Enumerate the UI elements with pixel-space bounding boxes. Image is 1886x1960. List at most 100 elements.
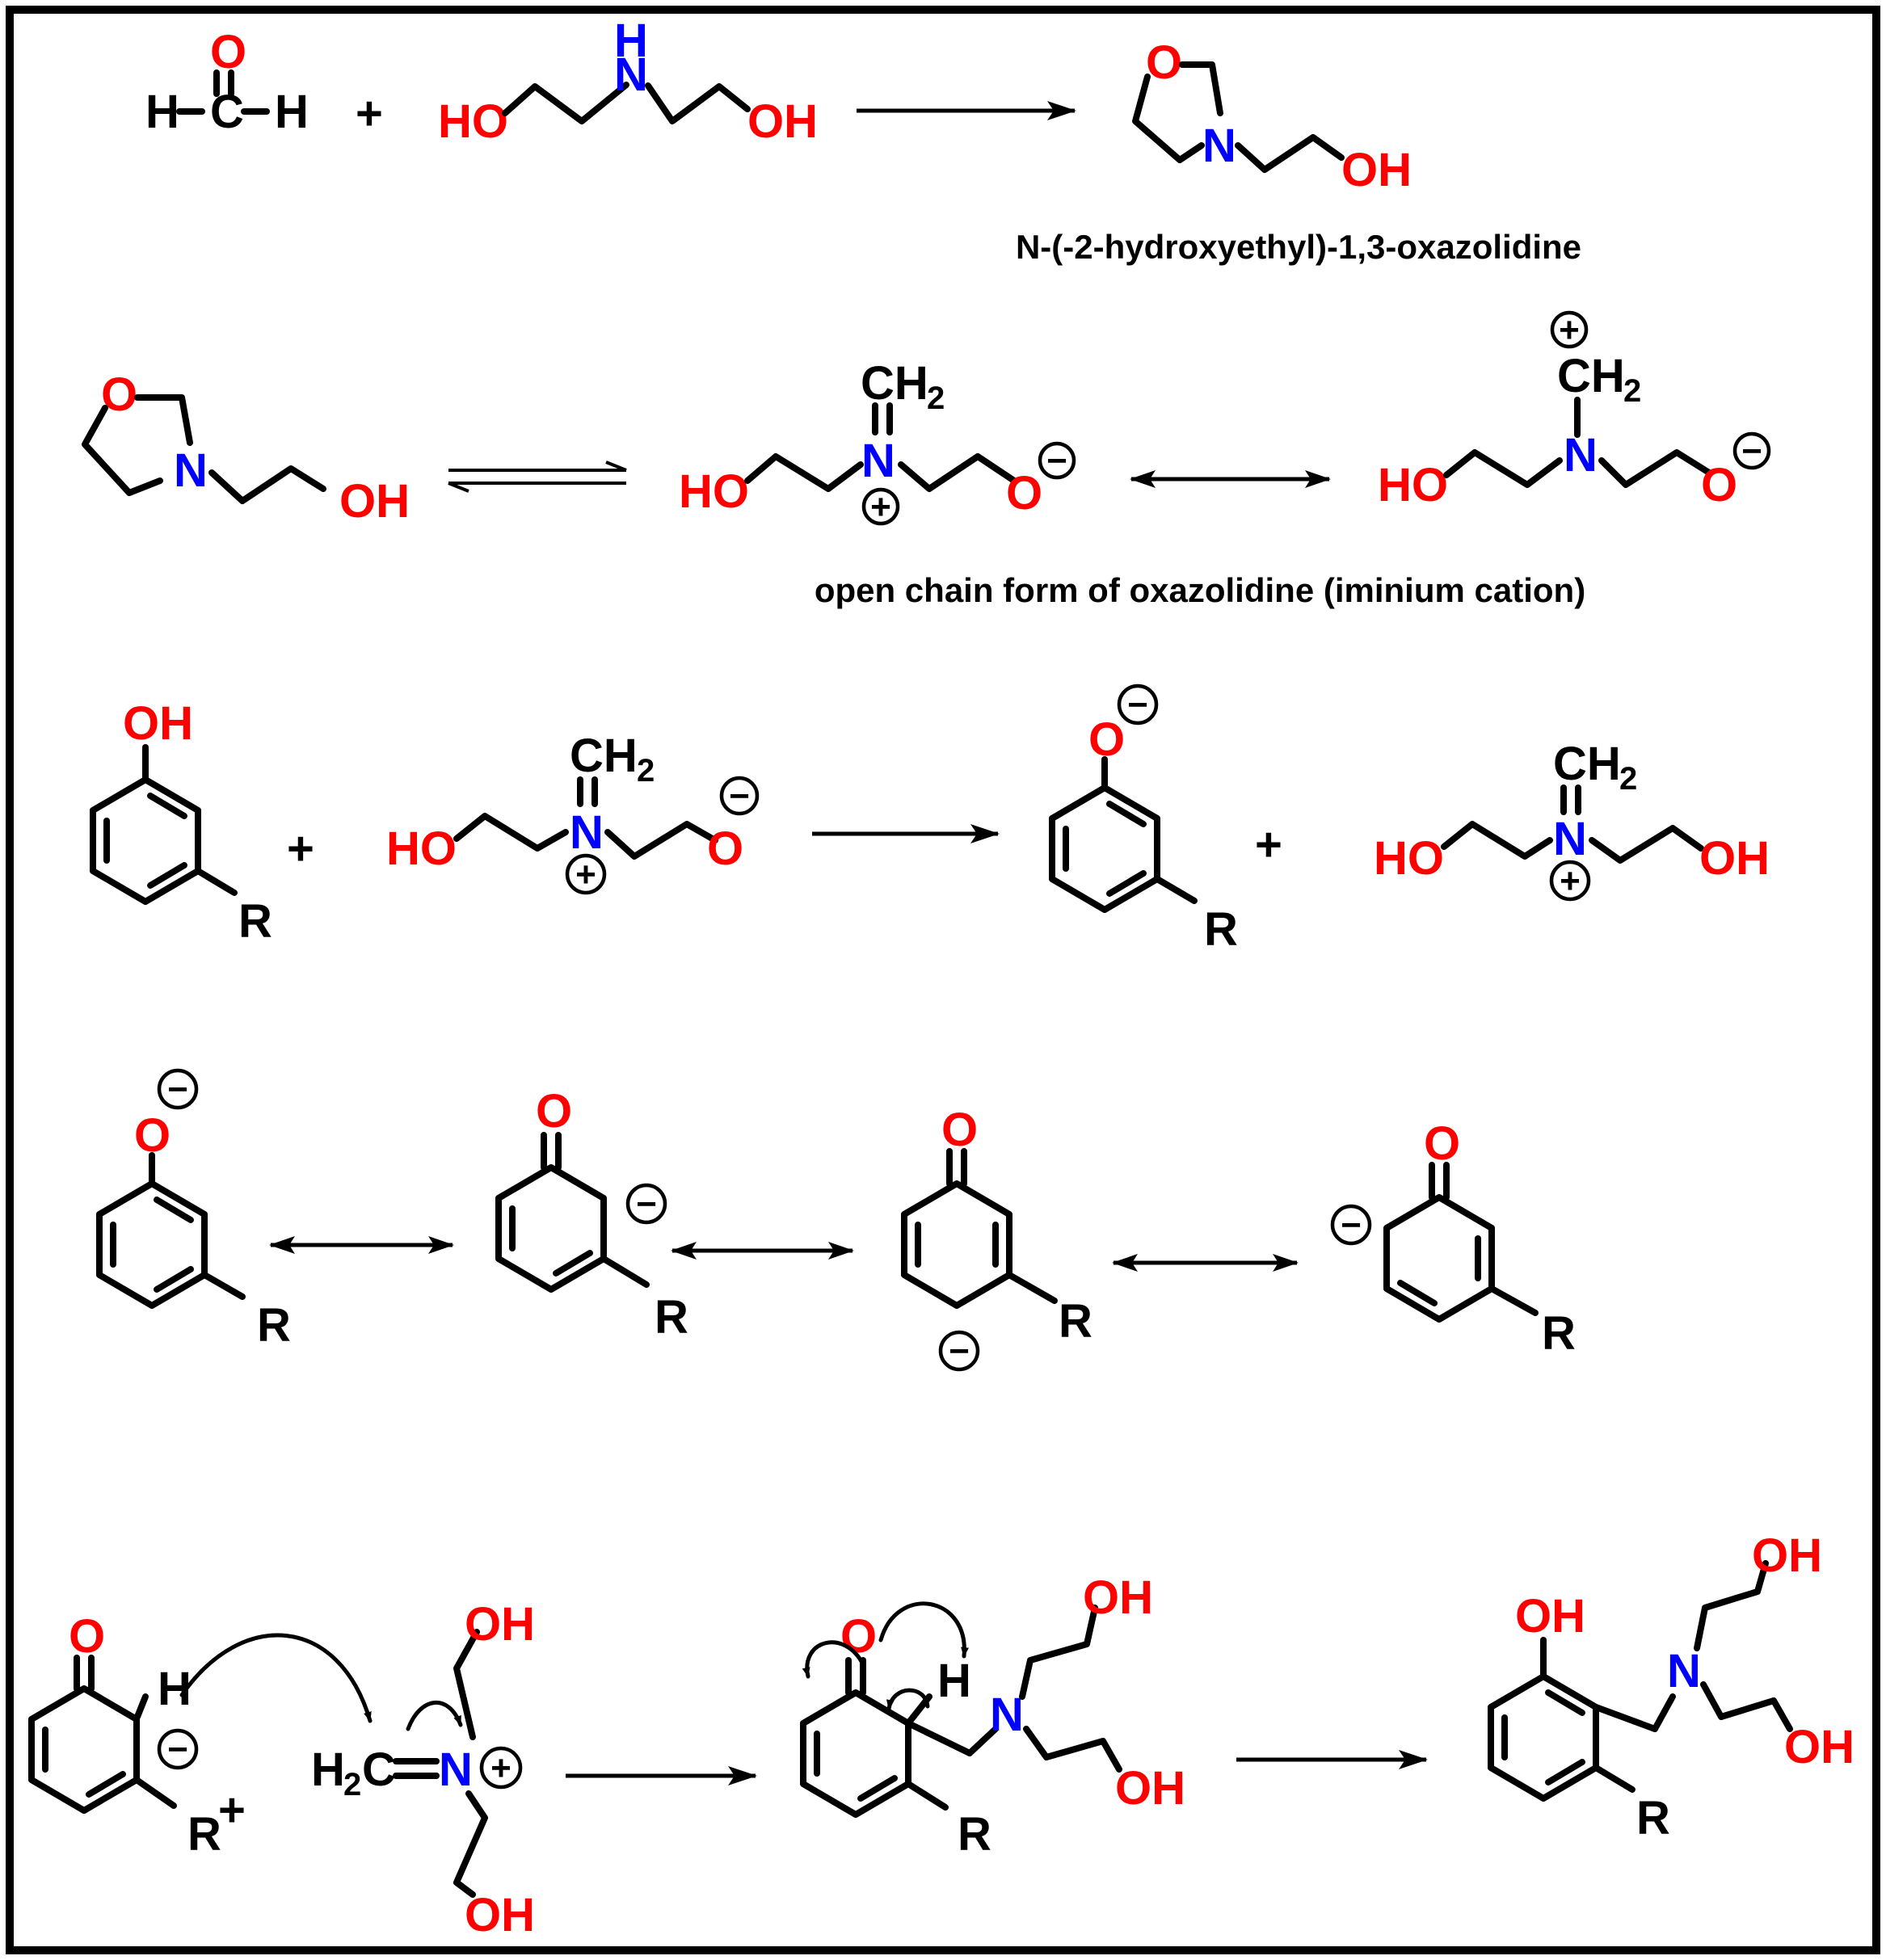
atom-oh: OH [465,1889,535,1941]
subscript: 2 [343,1767,361,1802]
atom-oh: OH [1784,1721,1854,1773]
bond-line [1441,821,1553,860]
phenoxide-resonance-1: − O R [96,1068,291,1352]
figure-frame [6,6,1880,1954]
bond-line [744,453,864,492]
charge-negative: − [1741,431,1762,471]
bond-line [1179,61,1223,116]
charge-circle [157,1728,199,1770]
open-chain-caption: open chain form of oxazolidine (iminium … [815,571,1585,609]
bond-line [1545,1689,1585,1716]
bond-line [1593,1704,1658,1732]
charge-negative: − [1341,1205,1362,1245]
atom-oh: OH [339,475,410,528]
charge-circle [1038,441,1076,480]
atom-n: N [570,806,604,859]
bond-line [502,82,629,124]
atom-oh: OH [1115,1762,1185,1815]
atom-oh: OH [1515,1590,1585,1642]
charge-negative: − [949,1331,970,1371]
bond-line [1443,449,1563,488]
charge-circle [719,776,760,816]
phenoxide-product: − O R [1049,683,1238,956]
carbanion-ortho: O − R [495,1085,688,1344]
charge-positive: + [1560,861,1581,901]
atom-oh: OH [1699,832,1770,885]
subscript: 2 [637,753,655,789]
bond-line [453,1790,488,1898]
atom-o: O [707,822,743,875]
formaldehyde: H C O H [145,26,309,138]
charge-positive: + [490,1748,511,1788]
iminium-resonance-form: + CH 2 N HO O − [1378,310,1771,511]
bond-line [1132,74,1205,163]
bond-line [857,1775,898,1802]
bond-line [1694,1560,1769,1651]
charge-circle [1550,310,1589,349]
charge-circle [157,1068,199,1110]
bond-line [898,453,1017,492]
bond-line [154,1197,194,1223]
atom-n: N [614,48,648,101]
atom-n: N [1553,813,1587,865]
bond-line [453,813,569,852]
atom-n: N [1202,120,1236,172]
bond-line [1235,134,1345,173]
charge-negative: − [167,1730,188,1769]
bond-line [1154,876,1198,904]
atom-o: O [69,1610,105,1663]
bond-line [82,405,163,496]
mannich-base-product: OH N OH OH R [1488,1529,1854,1844]
atom-oh: OH [123,697,193,750]
atom-h: H [275,86,309,138]
atom-h: H [311,1743,345,1796]
bond-line [905,1781,949,1811]
bond-line [134,394,193,446]
oxazolidine-reactant: O N OH [82,368,410,528]
charge-circle [625,1183,667,1225]
plus-sign: + [218,1784,246,1836]
bond-line [966,1726,999,1756]
electron-arrow [886,1688,930,1711]
atom-r: R [655,1291,688,1344]
charge-positive: + [1559,310,1580,350]
atom-r: R [1204,903,1238,956]
bond-line [1023,1726,1122,1773]
bond-line [1049,784,1160,913]
plus-sign: + [1255,818,1282,871]
charge-circle [861,487,900,526]
atom-n: N [174,444,208,497]
atom-oh: OH [1341,144,1412,196]
carbanion-reactant: O H − R + [28,1610,246,1861]
subscript: 2 [927,381,945,416]
atom-o: O [941,1104,978,1156]
bond-line [147,793,187,819]
atom-h: H [145,86,179,138]
charge-positive: + [870,487,891,527]
carbanion-ortho-prime: O − R [1330,1117,1576,1360]
atom-c: C [362,1743,396,1796]
charge-circle [1330,1204,1372,1246]
bond-line [901,1180,1012,1309]
atom-oh: OH [1083,1571,1153,1624]
atom-o: O [1146,36,1182,89]
atom-ch: CH [861,357,928,410]
bond-line [1700,1681,1793,1732]
atom-o: O [210,26,246,78]
iminium-ion: H 2 C N + OH OH [311,1598,535,1941]
charge-negative: − [1127,685,1148,725]
atom-ch: CH [570,730,638,782]
bond-line [1593,1764,1636,1793]
atom-ho: HO [1374,832,1444,885]
bond-line [1652,1693,1676,1732]
bond-line [1006,1272,1058,1304]
bond-line [600,1255,650,1288]
atom-o: O [1701,459,1737,511]
subscript: 2 [1619,761,1637,797]
atom-n: N [861,435,895,487]
atom-ch: CH [1553,738,1621,790]
plus-sign: + [287,822,314,875]
atom-ho: HO [438,95,508,148]
electron-arrow [878,1601,969,1659]
